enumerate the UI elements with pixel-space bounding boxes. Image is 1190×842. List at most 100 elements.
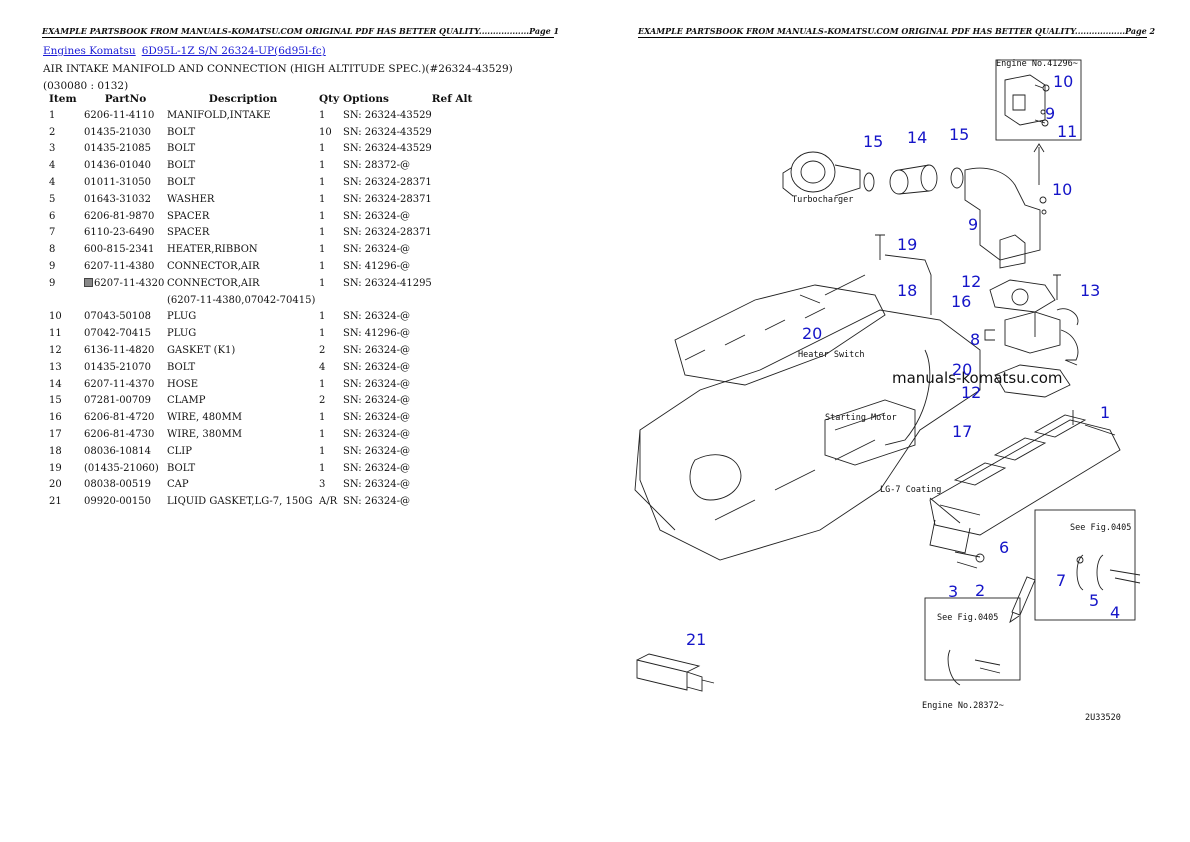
callout-7[interactable]: 7 xyxy=(1056,571,1066,590)
qty-cell: 1 xyxy=(319,277,326,289)
ref-alt-cell xyxy=(432,225,482,242)
page-header: EXAMPLE PARTSBOOK FROM MANUALS-KOMATSU.C… xyxy=(42,26,560,38)
inset-box-0405-right xyxy=(1034,509,1136,621)
callout-1[interactable]: 1 xyxy=(1100,403,1110,422)
qty-cell: 2 xyxy=(319,345,326,357)
qty-cell xyxy=(319,292,343,309)
column-header-description: Description xyxy=(208,92,278,105)
callout-12-top[interactable]: 12 xyxy=(961,272,981,291)
item-cell: 18 xyxy=(49,445,62,457)
ref-alt-cell xyxy=(432,376,482,393)
options-cell: SN: 26324-@ xyxy=(343,479,410,491)
item-cell: 20 xyxy=(49,479,62,491)
qty-cell: 4 xyxy=(319,361,326,373)
options-cell: SN: 26324-@ xyxy=(343,361,410,373)
qty-cell: 1 xyxy=(319,412,326,424)
callout-19[interactable]: 19 xyxy=(897,235,917,254)
callout-21[interactable]: 21 xyxy=(686,630,706,649)
options-cell: SN: 41296-@ xyxy=(343,328,410,340)
item-cell: 4 xyxy=(49,160,56,172)
callout-2[interactable]: 2 xyxy=(975,581,985,600)
callout-13[interactable]: 13 xyxy=(1080,281,1100,300)
ref-alt-cell xyxy=(432,241,482,258)
item-cell: 7 xyxy=(49,227,56,239)
qty-cell: 2 xyxy=(319,395,326,407)
callout-10-top[interactable]: 10 xyxy=(1053,72,1073,91)
callout-6[interactable]: 6 xyxy=(999,538,1009,557)
column-header-qty: Qty xyxy=(319,92,340,105)
partno-cell: 01435-21085 xyxy=(84,143,152,155)
callout-15-right[interactable]: 15 xyxy=(949,125,969,144)
partno-cell: 6207-11-4380 xyxy=(84,261,155,273)
description-cell: HOSE xyxy=(167,378,199,390)
ref-alt-cell xyxy=(432,443,482,460)
item-cell: 9 xyxy=(49,277,56,289)
callout-20-right[interactable]: 20 xyxy=(952,360,972,379)
qty-cell: 1 xyxy=(319,244,326,256)
item-cell: 3 xyxy=(49,143,56,155)
partno-cell: 6206-81-9870 xyxy=(84,210,155,222)
callout-4[interactable]: 4 xyxy=(1110,603,1120,622)
page-header-2: EXAMPLE PARTSBOOK FROM MANUALS-KOMATSU.C… xyxy=(638,26,1156,38)
qty-cell: 1 xyxy=(319,109,326,121)
partno-cell: 08036-10814 xyxy=(84,445,152,457)
callout-16[interactable]: 16 xyxy=(951,292,971,311)
page-title: AIR INTAKE MANIFOLD AND CONNECTION (HIGH… xyxy=(43,63,513,92)
callout-8[interactable]: 8 xyxy=(970,330,980,349)
options-cell: SN: 26324-@ xyxy=(343,395,410,407)
callout-18[interactable]: 18 xyxy=(897,281,917,300)
description-cell: WIRE, 380MM xyxy=(167,429,242,441)
partno-cell: 07043-50108 xyxy=(84,311,152,323)
partno-cell: 07042-70415 xyxy=(84,328,152,340)
options-cell: SN: 26324-@ xyxy=(343,345,410,357)
partno-cell xyxy=(84,292,167,309)
callout-9-top[interactable]: 9 xyxy=(1045,104,1055,123)
label-see-fig-lower: See Fig.0405 xyxy=(937,613,998,623)
callout-10[interactable]: 10 xyxy=(1052,180,1072,199)
item-cell xyxy=(43,292,84,309)
image-marker-icon[interactable] xyxy=(84,277,93,287)
item-cell: 17 xyxy=(49,429,62,441)
description-cell: WASHER xyxy=(167,193,215,205)
options-cell: SN: 26324-@ xyxy=(343,311,410,323)
callout-17[interactable]: 17 xyxy=(952,422,972,441)
callout-20-left[interactable]: 20 xyxy=(802,324,822,343)
breadcrumb-link-model[interactable]: 6D95L-1Z S/N 26324-UP(6d95l-fc) xyxy=(141,45,326,57)
breadcrumb-link-engines[interactable]: Engines Komatsu xyxy=(43,45,136,57)
partno-cell: 01011-31050 xyxy=(84,177,152,189)
description-cell: GASKET (K1) xyxy=(167,345,236,357)
label-engine-41296: Engine No.41296~ xyxy=(996,59,1078,69)
partno-cell: 01435-21030 xyxy=(84,126,152,138)
description-cell: BOLT xyxy=(167,143,196,155)
callout-14[interactable]: 14 xyxy=(907,128,927,147)
table-header-row: Item PartNo Description Qty Options Ref … xyxy=(43,90,482,107)
qty-cell: 10 xyxy=(319,126,332,138)
description-cell: PLUG xyxy=(167,311,197,323)
options-cell: SN: 26324-@ xyxy=(343,429,410,441)
ref-alt-cell xyxy=(432,426,482,443)
description-cell: (6207-11-4380,07042-70415) xyxy=(167,294,316,306)
diagram-page: EXAMPLE PARTSBOOK FROM MANUALS-KOMATSU.C… xyxy=(595,0,1190,842)
callout-15-left[interactable]: 15 xyxy=(863,132,883,151)
callout-3[interactable]: 3 xyxy=(948,582,958,601)
parts-list-page: EXAMPLE PARTSBOOK FROM MANUALS-KOMATSU.C… xyxy=(42,26,560,510)
description-cell: BOLT xyxy=(167,160,196,172)
parts-table: Item PartNo Description Qty Options Ref … xyxy=(43,90,482,510)
item-cell: 1 xyxy=(49,109,56,121)
ref-alt-cell xyxy=(432,208,482,225)
callout-9[interactable]: 9 xyxy=(968,215,978,234)
watermark: manuals-komatsu.com xyxy=(892,369,1063,387)
description-cell: CAP xyxy=(167,479,189,491)
callout-12-lower[interactable]: 12 xyxy=(961,383,981,402)
callout-11[interactable]: 11 xyxy=(1057,122,1077,141)
partno-cell: 07281-00709 xyxy=(84,395,152,407)
callout-5[interactable]: 5 xyxy=(1089,591,1099,610)
ref-alt-cell xyxy=(432,107,482,124)
